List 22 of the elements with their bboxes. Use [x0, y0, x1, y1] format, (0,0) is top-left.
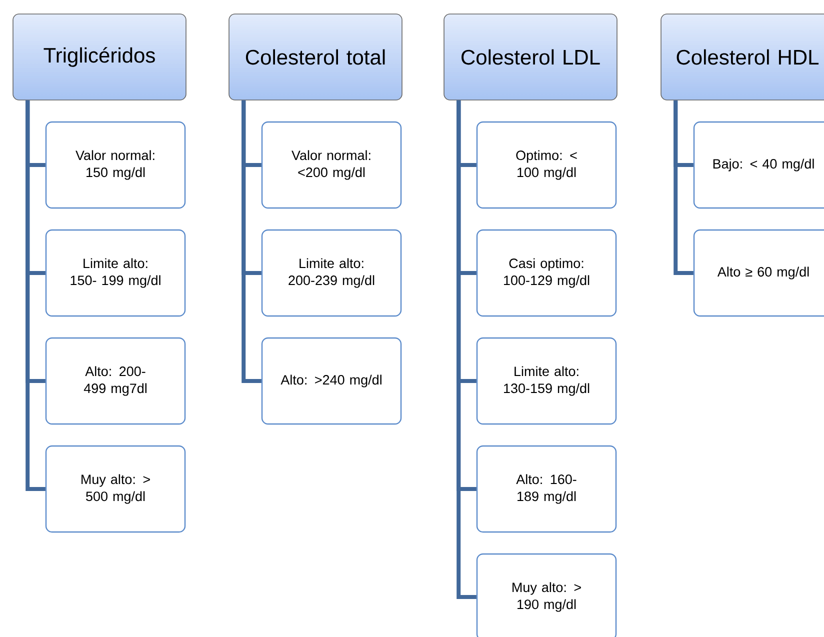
- value-box: Valor normal: 150 mg/dl: [45, 121, 186, 209]
- connector-line: [456, 100, 476, 599]
- value-box: Alto: 200-499 mg7dl: [45, 337, 186, 425]
- value-box: Valor normal: <200 mg/dl: [261, 121, 402, 209]
- value-box: Alto: >240 mg/dl: [261, 337, 402, 425]
- value-box: Optimo: < 100 mg/dl: [476, 121, 617, 209]
- value-box: Muy alto: > 190 mg/dl: [476, 553, 617, 637]
- connector-line: [242, 100, 262, 383]
- value-box: Casi optimo: 100-129 mg/dl: [476, 229, 617, 317]
- value-box: Alto ≥ 60 mg/dl: [693, 229, 824, 317]
- connector-line: [26, 100, 46, 491]
- value-box: Bajo: < 40 mg/dl: [693, 121, 824, 209]
- value-box: Limite alto: 150- 199 mg/dl: [45, 229, 186, 317]
- category-box: Colesterol LDL: [444, 14, 618, 100]
- value-box: Alto: 160-189 mg/dl: [476, 445, 617, 533]
- category-box: Colesterol HDL: [660, 14, 824, 100]
- value-box: Muy alto: > 500 mg/dl: [45, 445, 186, 533]
- value-box: Limite alto: 130-159 mg/dl: [476, 337, 617, 425]
- category-box: Triglicéridos: [12, 14, 186, 100]
- category-box: Colesterol total: [228, 14, 402, 100]
- connector-line: [674, 100, 694, 275]
- value-box: Limite alto: 200-239 mg/dl: [261, 229, 402, 317]
